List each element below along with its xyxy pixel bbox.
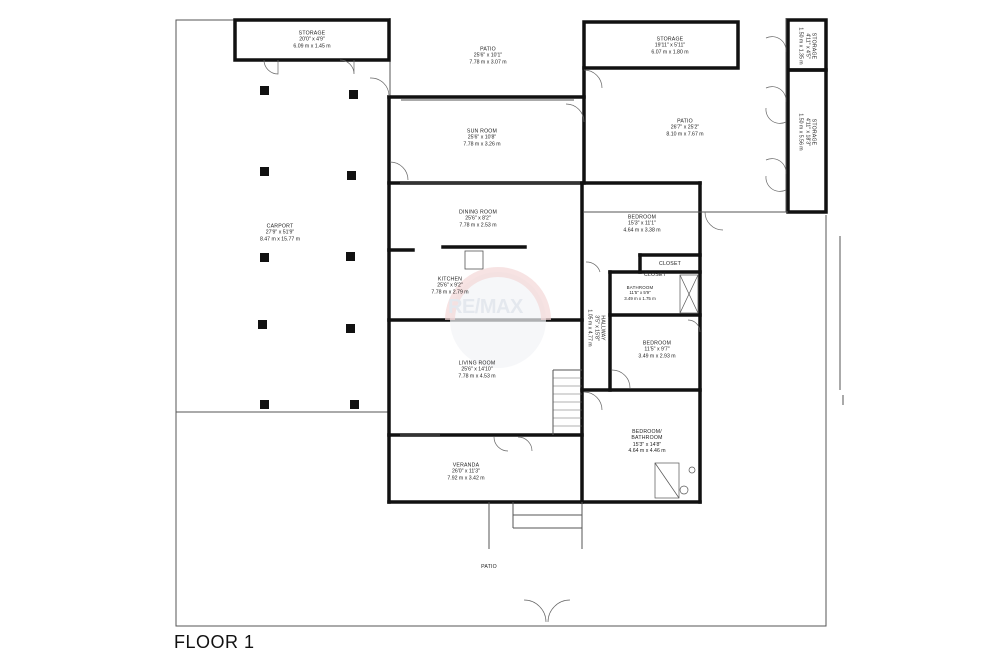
room-imperial: 25'6" x 9'2" xyxy=(437,282,463,289)
room-sun-room: SUN ROOM 25'6" x 10'8" 7.78 m x 3.26 m xyxy=(463,128,500,147)
room-storage-tall: STORAGE 4'11" x 18'3" 1.50 m x 5.56 m xyxy=(797,113,817,151)
room-storage-small: STORAGE 4'11" x 4'5" 1.50 m x 1.35 m xyxy=(797,27,817,65)
floor-title: FLOOR 1 xyxy=(174,632,255,652)
room-imperial: 27'9" x 51'9" xyxy=(265,229,295,236)
kitchen-island xyxy=(464,250,484,270)
room-name: LIVING ROOM xyxy=(458,360,496,367)
room-metric: 7.78 m x 2.79 m xyxy=(431,289,469,296)
room-metric: 1.50 m x 5.56 m xyxy=(797,113,804,151)
room-name: PATIO xyxy=(481,563,497,570)
thin-walls xyxy=(400,18,844,549)
room-closet-2: CLOSET xyxy=(644,272,666,278)
room-imperial: 4'11" x 4'5" xyxy=(804,33,811,59)
watermark-text: RE/MAX xyxy=(448,296,523,318)
doors xyxy=(263,36,787,623)
room-name: VERANDA xyxy=(452,462,480,469)
room-imperial: 25'6" x 10'8" xyxy=(467,134,497,141)
room-dining-room: DINING ROOM 25'6" x 8'2" 7.78 m x 2.53 m xyxy=(459,209,497,228)
room-metric: 3.49 m x 2.93 m xyxy=(638,353,676,360)
room-bathroom: BATHROOM 11'5" x 5'9" 3.49 m x 1.75 m xyxy=(624,285,655,301)
room-imperial: 15'3" x 14'8" xyxy=(632,442,662,448)
bathroom-fixtures xyxy=(654,274,699,499)
room-metric: 7.78 m x 3.26 m xyxy=(463,141,501,148)
room-name: BEDROOM/ xyxy=(632,429,662,436)
room-bedroom-2: BEDROOM 11'5" x 9'7" 3.49 m x 2.93 m xyxy=(638,340,675,359)
room-name: CLOSET xyxy=(644,271,666,278)
room-imperial: 26'7" x 25'2" xyxy=(670,124,700,131)
room-living-room: LIVING ROOM 25'6" x 14'10" 7.78 m x 4.53… xyxy=(458,360,495,379)
room-metric: 8.10 m x 7.67 m xyxy=(666,131,704,138)
room-name-2: BATHROOM xyxy=(631,435,663,442)
room-name: STORAGE xyxy=(656,36,684,43)
room-name: STORAGE xyxy=(810,32,817,60)
room-imperial: 20'0" x 4'9" xyxy=(299,36,325,43)
room-metric: 1.50 m x 1.35 m xyxy=(797,27,804,65)
room-imperial: 4'11" x 18'3" xyxy=(804,117,811,147)
carport-posts xyxy=(258,86,359,409)
room-name: KITCHEN xyxy=(437,276,463,283)
room-imperial: 19'11" x 5'11" xyxy=(654,42,686,49)
room-closet-1: CLOSET xyxy=(659,261,681,267)
stairs xyxy=(553,377,582,427)
room-metric: 8.47 m x 15.77 m xyxy=(259,236,301,243)
room-imperial: 26'0" x 11'3" xyxy=(451,468,481,475)
walls xyxy=(233,18,828,504)
room-metric: 7.78 m x 2.53 m xyxy=(459,222,497,229)
room-patio-top: PATIO 25'6" x 10'1" 7.78 m x 3.07 m xyxy=(469,46,506,65)
watermark-logo xyxy=(445,267,551,368)
room-name: PATIO xyxy=(480,46,496,53)
room-name: CLOSET xyxy=(659,260,681,267)
room-kitchen: KITCHEN 25'6" x 9'2" 7.78 m x 2.79 m xyxy=(431,276,468,295)
room-storage-top-right: STORAGE 19'11" x 5'11" 6.07 m x 1.80 m xyxy=(651,36,688,55)
room-name: DINING ROOM xyxy=(459,209,497,216)
room-metric: 4.64 m x 4.46 m xyxy=(628,448,666,455)
room-metric: 7.78 m x 4.53 m xyxy=(458,373,496,380)
room-imperial: 25'6" x 14'10" xyxy=(461,366,493,373)
room-bedroom-1: BEDROOM 15'3" x 11'1" 4.64 m x 3.38 m xyxy=(623,214,660,233)
room-name: BATHROOM xyxy=(626,284,654,290)
room-metric: 1.05 m x 4.77 m xyxy=(586,309,593,347)
room-patio-bottom: PATIO xyxy=(481,564,497,570)
room-name: BEDROOM xyxy=(642,340,672,347)
room-veranda: VERANDA 26'0" x 11'3" 7.92 m x 3.42 m xyxy=(447,462,484,481)
room-bedroom-bathroom: BEDROOM/ BATHROOM 15'3" x 14'8" 4.64 m x… xyxy=(628,429,665,455)
room-metric: 7.92 m x 3.42 m xyxy=(447,475,485,482)
room-storage-top-left: STORAGE 20'0" x 4'9" 6.09 m x 1.45 m xyxy=(293,30,330,49)
room-name: STORAGE xyxy=(810,118,817,146)
room-imperial: 25'6" x 10'1" xyxy=(473,52,503,59)
room-imperial: 25'6" x 8'2" xyxy=(465,215,491,222)
room-name: CARPORT xyxy=(266,223,294,230)
room-imperial: 15'3" x 11'1" xyxy=(627,220,657,227)
room-imperial: 11'5" x 5'9" xyxy=(629,290,651,296)
room-patio-right: PATIO 26'7" x 25'2" 8.10 m x 7.67 m xyxy=(666,118,703,137)
room-carport: CARPORT 27'9" x 51'9" 8.47 m x 15.77 m xyxy=(260,223,300,242)
room-name: HALLWAY xyxy=(599,315,606,341)
room-imperial: 3'5" x 15'8" xyxy=(593,315,600,341)
room-imperial: 11'5" x 9'7" xyxy=(644,346,670,353)
room-name: BEDROOM xyxy=(627,214,657,221)
room-hallway: HALLWAY 3'5" x 15'8" 1.05 m x 4.77 m xyxy=(586,309,606,347)
room-name: PATIO xyxy=(677,118,693,125)
room-metric: 4.64 m x 3.38 m xyxy=(623,227,661,234)
room-metric: 3.49 m x 1.75 m xyxy=(624,295,656,301)
room-metric: 7.78 m x 3.07 m xyxy=(469,59,507,66)
room-name: STORAGE xyxy=(298,30,326,37)
room-metric: 6.09 m x 1.45 m xyxy=(293,43,331,50)
room-name: SUN ROOM xyxy=(466,128,498,135)
room-metric: 6.07 m x 1.80 m xyxy=(651,49,689,56)
